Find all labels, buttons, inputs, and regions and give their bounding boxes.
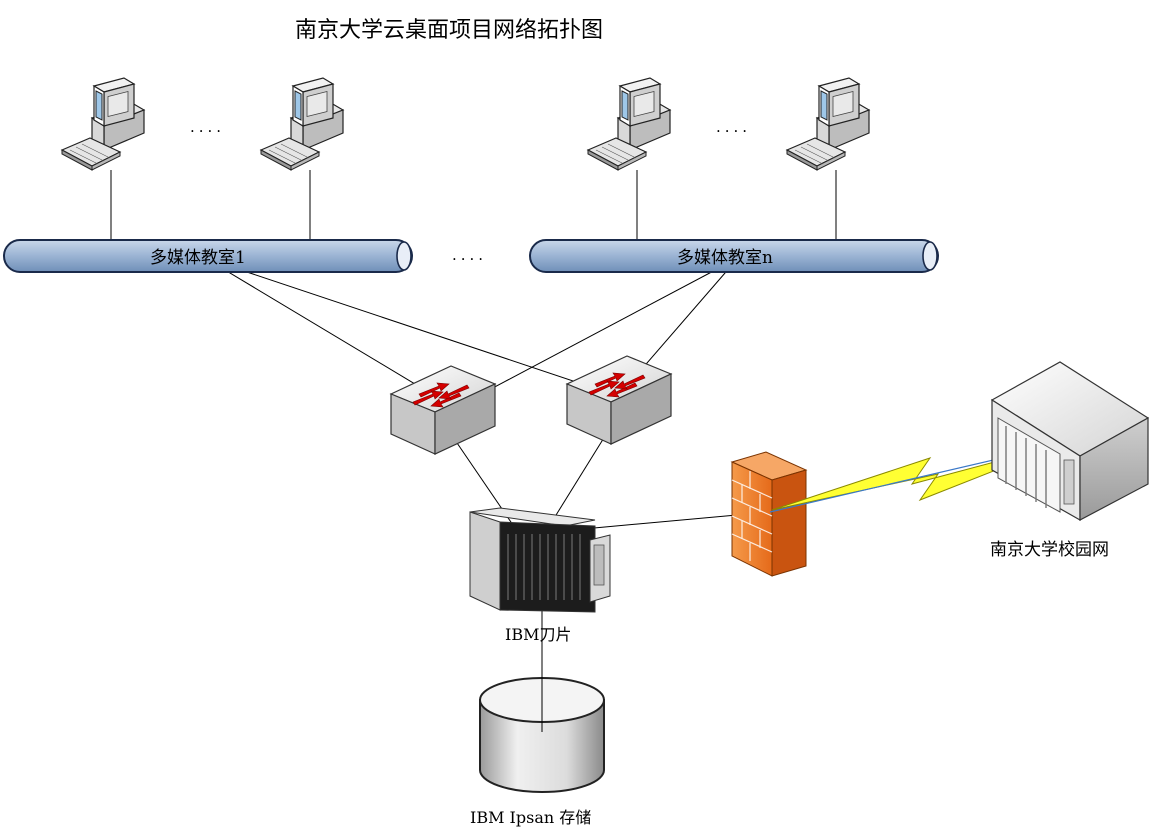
lan-segment-pipe-n: [529, 239, 939, 273]
firewall-icon: [730, 451, 808, 577]
segment-label-1: 多媒体教室1: [150, 248, 246, 268]
workstation-icon: [786, 77, 870, 171]
storage-label: IBM Ipsan 存储: [470, 808, 592, 827]
ellipsis-segments: ....: [452, 246, 488, 264]
diagram-title: 南京大学云桌面项目网络拓扑图: [295, 18, 604, 43]
campus-network-label: 南京大学校园网: [990, 540, 1109, 560]
campus-building-icon: [990, 361, 1150, 522]
blade-server-label: IBM刀片: [505, 625, 572, 644]
workstation-icon: [61, 77, 145, 171]
segment-label-n: 多媒体教室n: [677, 248, 773, 268]
workstation-icon: [260, 77, 344, 171]
workstation-icon: [587, 77, 671, 171]
switch-icon: [566, 355, 672, 445]
ellipsis-workstations-1: ....: [190, 118, 226, 136]
lan-segment-pipe-1: [3, 239, 413, 273]
ellipsis-workstations-n: ....: [716, 118, 752, 136]
blade-server-icon: [469, 507, 611, 613]
